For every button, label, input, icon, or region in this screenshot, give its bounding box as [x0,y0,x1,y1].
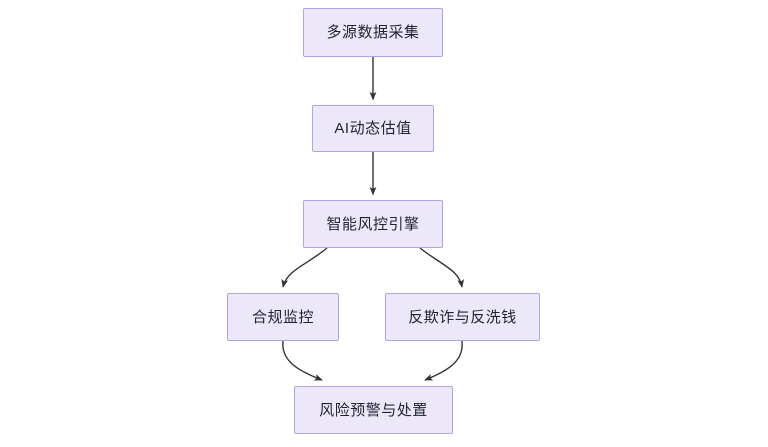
edge-compliance-to-alert [282,340,323,381]
node-antifraud-label: 反欺诈与反洗钱 [408,308,517,326]
node-alert-label: 风险预警与处置 [319,401,428,419]
node-riskengine-label: 智能风控引擎 [326,215,420,233]
node-compliance[interactable]: 合规监控 [227,293,339,341]
node-valuation-label: AI动态估值 [334,120,412,137]
node-antifraud[interactable]: 反欺诈与反洗钱 [385,293,540,341]
node-valuation[interactable]: AI动态估值 [312,105,434,152]
node-compliance-label: 合规监控 [251,308,314,326]
node-alert[interactable]: 风险预警与处置 [294,386,453,434]
node-riskengine[interactable]: 智能风控引擎 [303,200,443,248]
node-collect-label: 多源数据采集 [326,24,420,41]
edge-riskengine-to-antifraud [419,247,465,288]
edge-riskengine-to-compliance [281,247,328,288]
edge-antifraud-to-alert [424,340,463,381]
node-collect[interactable]: 多源数据采集 [303,8,443,57]
